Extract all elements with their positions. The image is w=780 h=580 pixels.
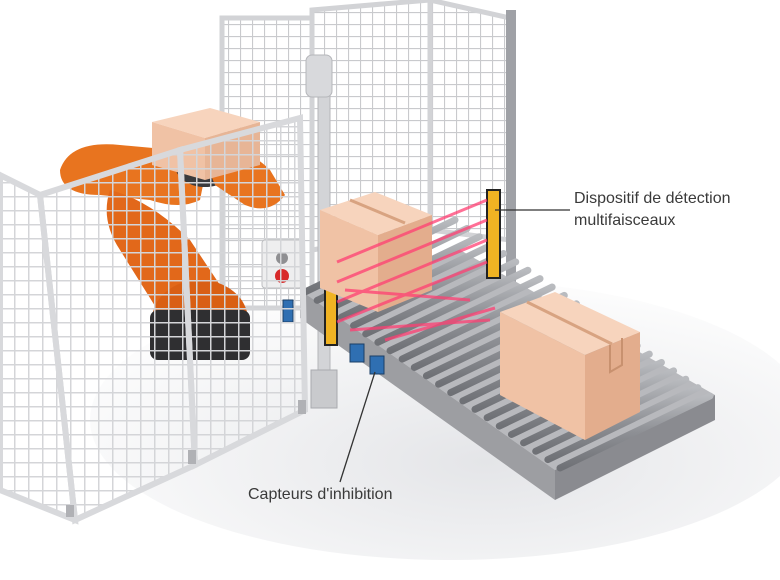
callout-multibeam-line1: Dispositif de détection bbox=[574, 190, 731, 207]
front-fence bbox=[0, 114, 309, 525]
callout-multibeam-line2: multifaisceaux bbox=[574, 212, 676, 229]
conveyor-roller bbox=[398, 283, 556, 363]
box-front bbox=[500, 292, 640, 440]
callout-muting-sensors: Capteurs d'inhibition bbox=[248, 486, 393, 503]
laser-beams bbox=[336, 198, 496, 342]
conveyor-roller bbox=[544, 384, 702, 464]
box-at-curtain bbox=[320, 192, 432, 312]
callout-leaders bbox=[339, 209, 570, 483]
conveyor-roller bbox=[386, 275, 544, 355]
conveyor-roller bbox=[556, 392, 714, 472]
callout-multibeam-detector: Dispositif de détection multifaisceaux bbox=[574, 188, 731, 232]
conveyor-roller bbox=[374, 266, 532, 346]
